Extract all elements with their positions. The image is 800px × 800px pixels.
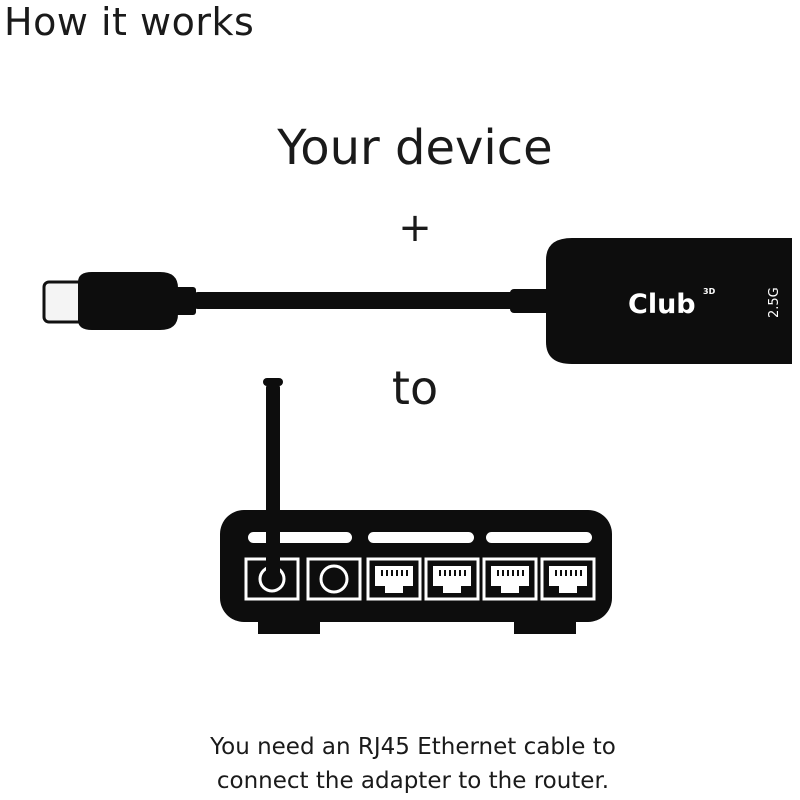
rj45-port-icon [424, 557, 480, 601]
ethernet-adapter-icon: Club 3D 2.5G [510, 238, 792, 364]
your-device-label: Your device [277, 120, 553, 176]
usb-c-connector-icon [42, 272, 196, 330]
rj45-port-icon [366, 557, 422, 601]
adapter-speed-label: 2.5G [767, 287, 782, 318]
adapter-brand-superscript: 3D [703, 287, 716, 296]
rj45-port-icon [540, 557, 596, 601]
adapter-brand-logo: Club [628, 289, 696, 320]
instruction-note-line-1: You need an RJ45 Ethernet cable to [210, 734, 616, 760]
antenna-icon [263, 378, 283, 582]
plus-sign: + [398, 205, 432, 251]
page-title: How it works [4, 0, 255, 44]
to-label: to [391, 361, 439, 415]
rj45-port-icon [482, 557, 538, 601]
adapter-cable [192, 292, 522, 309]
instruction-note-line-2: connect the adapter to the router. [216, 768, 610, 794]
